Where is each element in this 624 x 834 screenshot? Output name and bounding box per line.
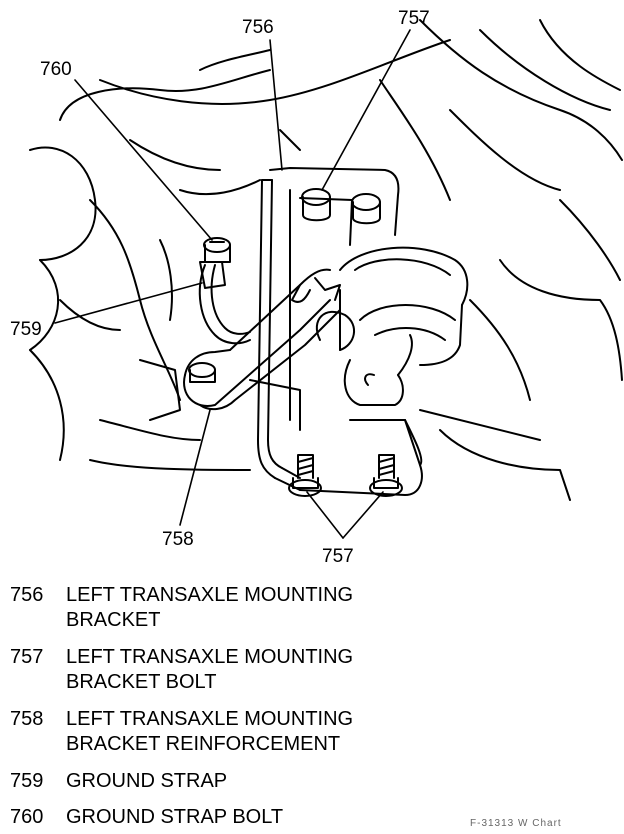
left-transaxle-mounting-bracket-reinforcement [183, 268, 341, 431]
ground-strap-bolt [203, 237, 231, 263]
legend-number: 756 [10, 584, 44, 606]
legend-description: LEFT TRANSAXLE MOUNTING BRACKET REINFORC… [66, 708, 354, 755]
legend-description: GROUND STRAP [66, 770, 228, 792]
callout-759: 759 [10, 319, 42, 340]
legend-description: LEFT TRANSAXLE MOUNTING BRACKET [66, 584, 354, 631]
bracket-bolt-top-left [301, 188, 331, 222]
legend-number: 758 [10, 708, 44, 730]
callout-758: 758 [162, 529, 194, 550]
callout-756: 756 [242, 17, 274, 38]
figure-reference: F-31313 W Chart [470, 818, 562, 829]
legend-number: 759 [10, 770, 44, 792]
legend-number: 760 [10, 806, 44, 828]
bracket-bolt-bottom-right [369, 454, 403, 497]
transaxle-mount-body [315, 246, 469, 466]
callout-757-bottom: 757 [322, 546, 354, 567]
ground-strap [198, 261, 251, 345]
leader-lines [54, 29, 411, 539]
callout-760: 760 [40, 59, 72, 80]
callout-757-top: 757 [398, 8, 430, 29]
legend-number: 757 [10, 646, 44, 668]
legend-description: LEFT TRANSAXLE MOUNTING BRACKET BOLT [66, 646, 354, 693]
engine-outline [29, 19, 623, 501]
legend-description: GROUND STRAP BOLT [66, 806, 284, 828]
reinforcement-bolt [188, 362, 216, 383]
bracket-bolt-bottom-left [288, 454, 322, 497]
bracket-bolt-top-right [351, 193, 381, 225]
